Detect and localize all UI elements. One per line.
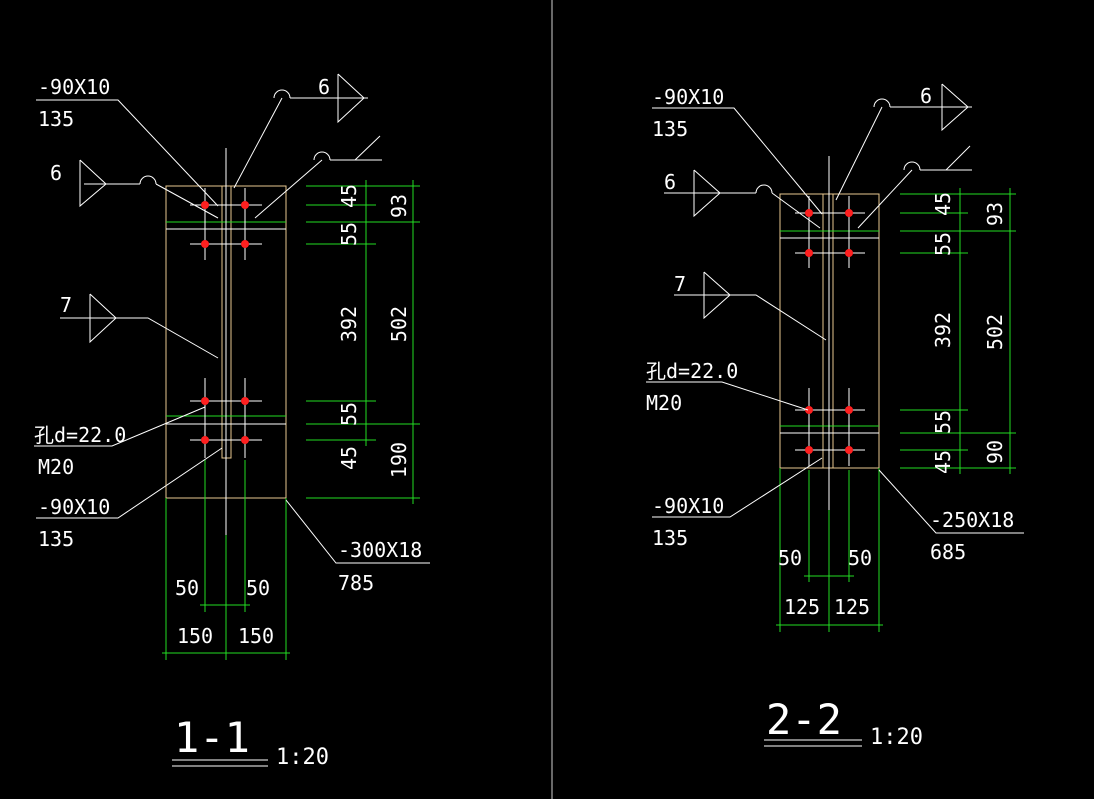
hole-spec: 孔d=22.0 (646, 359, 738, 383)
dim-o3: 190 (387, 442, 411, 478)
bolt-spec: M20 (38, 455, 74, 479)
section-1-1: 45 55 392 55 45 93 502 190 50 50 150 150 (34, 73, 430, 770)
weld-mid-size: 7 (674, 272, 686, 296)
dim-v3: 392 (931, 312, 955, 348)
bot-plate-size: -90X10 (38, 495, 110, 519)
bolt-hole (805, 209, 813, 217)
bot-plate-len: 135 (38, 527, 74, 551)
bolt-hole (805, 406, 813, 414)
dim-v2: 55 (337, 222, 361, 246)
dim-h1: 50 (175, 576, 199, 600)
weld-top-size: 6 (318, 75, 330, 99)
dim-h2: 50 (848, 546, 872, 570)
top-plate-size: -90X10 (38, 75, 110, 99)
base-plate-len: 685 (930, 540, 966, 564)
weld-left-size: 6 (664, 170, 676, 194)
dim-o1: 93 (387, 194, 411, 218)
dim-v5: 45 (931, 450, 955, 474)
bolt-hole (241, 397, 249, 405)
section-title: 2-2 (766, 695, 842, 744)
weld-top-size: 6 (920, 84, 932, 108)
dim-v5: 45 (337, 446, 361, 470)
top-plate-len: 135 (38, 107, 74, 131)
top-plate-len: 135 (652, 117, 688, 141)
bolt-hole (201, 240, 209, 248)
bolt-hole (241, 436, 249, 444)
dim-o1: 93 (983, 202, 1007, 226)
dim-o3: 90 (983, 440, 1007, 464)
bolt-hole (241, 240, 249, 248)
bot-plate-len: 135 (652, 526, 688, 550)
bolt-hole (201, 201, 209, 209)
section-scale: 1:20 (870, 725, 923, 750)
weld-left-size: 6 (50, 161, 62, 185)
dim-v4: 55 (931, 410, 955, 434)
dim-h2: 50 (246, 576, 270, 600)
dim-v4: 55 (337, 402, 361, 426)
bolt-hole (845, 249, 853, 257)
dim-o2: 502 (983, 314, 1007, 350)
bolt-hole (805, 249, 813, 257)
dim-h4: 125 (834, 595, 870, 619)
dim-v1: 45 (931, 192, 955, 216)
dim-o2: 502 (387, 306, 411, 342)
dim-v1: 45 (337, 184, 361, 208)
bolt-hole (845, 209, 853, 217)
top-plate-size: -90X10 (652, 85, 724, 109)
base-plate-size: -300X18 (338, 538, 422, 562)
section-title: 1-1 (174, 713, 250, 762)
bolt-spec: M20 (646, 391, 682, 415)
bolt-hole (845, 446, 853, 454)
dim-h4: 150 (238, 624, 274, 648)
hole-spec: 孔d=22.0 (34, 423, 126, 447)
weld-mid-size: 7 (60, 293, 72, 317)
bolt-hole (201, 436, 209, 444)
dim-v3: 392 (337, 306, 361, 342)
bolt-hole (805, 446, 813, 454)
stiffener-plate (822, 193, 834, 469)
base-plate-size: -250X18 (930, 508, 1014, 532)
dim-h3: 125 (784, 595, 820, 619)
dim-h3: 150 (177, 624, 213, 648)
bolt-hole (845, 406, 853, 414)
bolt-hole (201, 397, 209, 405)
section-scale: 1:20 (276, 745, 329, 770)
bolt-hole (241, 201, 249, 209)
section-2-2: 45 55 392 55 45 93 502 90 50 50 125 125 (646, 83, 1024, 750)
dim-v2: 55 (931, 232, 955, 256)
dim-h1: 50 (778, 546, 802, 570)
bot-plate-size: -90X10 (652, 494, 724, 518)
base-plate-len: 785 (338, 571, 374, 595)
